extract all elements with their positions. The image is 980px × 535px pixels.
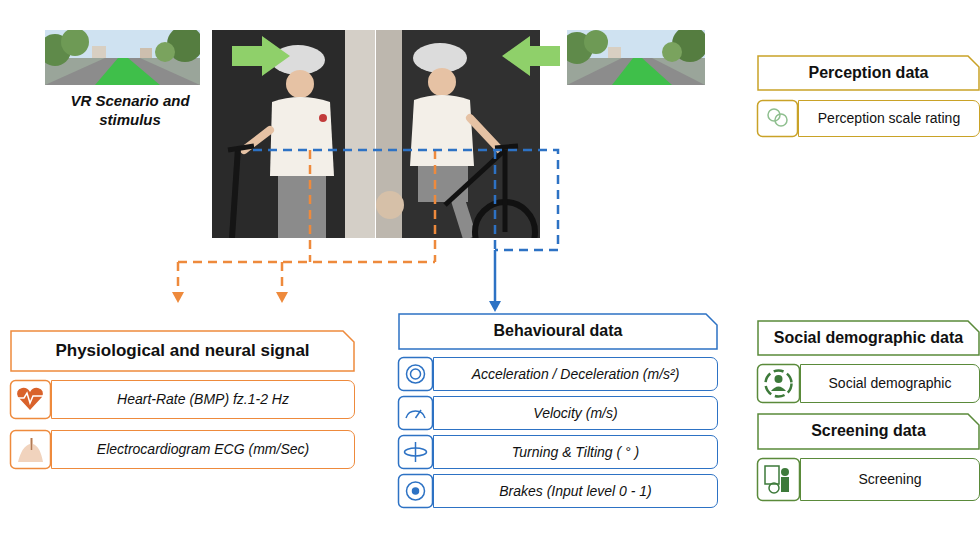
data-item-box: Screening [800,458,980,501]
behaviour-icon [399,358,433,508]
item-text: Electrocardiogram ECG (mm/Sec) [91,441,315,457]
item-text: Brakes (Input level 0 - 1) [493,483,658,499]
participant-photo [212,30,375,238]
header-text: Perception data [802,64,934,82]
item-text: Social demographic [823,375,958,391]
data-item-box: Heart-Rate (BMP) fz.1-2 Hz [51,380,355,419]
stimulus-arrow [502,36,560,76]
vr-scene-thumbnail [567,30,705,85]
arrow-head [489,301,501,312]
item-text: Velocity (m/s) [527,405,623,421]
data-item-box: Perception scale rating [798,100,980,137]
item-text: Turning & Tilting ( ° ) [506,444,645,460]
header-outline-shape [11,331,354,371]
item-text: Acceleration / Deceleration (m/s²) [466,366,686,382]
screening-icon [758,459,800,501]
data-item-box: Brakes (Input level 0 - 1) [433,474,718,508]
social-icon [758,365,800,403]
header-outline-shape [758,414,979,449]
category-header: Screening data [757,413,980,450]
item-text: Screening [852,471,927,487]
header-text: Screening data [805,422,932,440]
caption-label: VR Scenario and stimulus [55,92,205,130]
category-header: Social demographic data [757,320,980,356]
header-outline-shape [758,321,979,355]
data-item-box: Turning & Tilting ( ° ) [433,435,718,469]
dashed-flow-line [253,150,558,302]
heart-rate-icon [11,381,51,419]
header-outline-shape [758,56,979,90]
perception-icon [758,101,798,137]
category-header: Behavioural data [398,313,718,350]
arrow-head [172,292,184,303]
data-item-box: Social demographic [800,364,980,403]
ecg-icon [11,431,51,469]
header-text: Physiological and neural signal [49,341,315,361]
category-header: Physiological and neural signal [10,330,355,372]
header-text: Social demographic data [768,329,969,347]
item-text: Heart-Rate (BMP) fz.1-2 Hz [111,391,295,407]
arrow-head [276,292,288,303]
data-item-box: Electrocardiogram ECG (mm/Sec) [51,430,355,469]
category-header: Perception data [757,55,980,91]
item-text: Perception scale rating [812,110,966,126]
data-item-box: Velocity (m/s) [433,396,718,430]
dashed-flow-line [178,150,435,292]
vr-scene-thumbnail [45,30,200,85]
stimulus-arrow [232,36,290,76]
data-item-box: Acceleration / Deceleration (m/s²) [433,357,718,391]
header-text: Behavioural data [488,322,629,340]
header-outline-shape [399,314,717,349]
